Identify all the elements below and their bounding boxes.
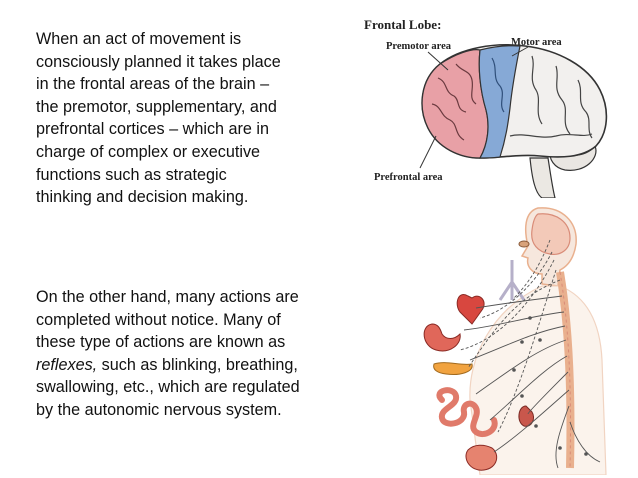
text-line: in the frontal areas of the brain – (36, 75, 270, 94)
text-line: completed without notice. Many of (36, 310, 281, 329)
label-prefrontal-area: Prefrontal area (374, 172, 443, 183)
text-line: consciously planned it takes place (36, 52, 281, 71)
text-line: charge of complex or executive (36, 142, 261, 161)
autonomic-nervous-system-figure (423, 207, 607, 475)
paragraph-conscious-movement: When an act of movement is consciously p… (36, 28, 346, 209)
text-line: functions such as strategic (36, 165, 227, 184)
label-premotor-area: Premotor area (386, 41, 452, 52)
text-line: these type of actions are known as (36, 333, 286, 352)
text-line: swallowing, etc., which are regulated (36, 378, 300, 397)
text-line: reflexes, such as blinking, breathing, (36, 354, 346, 377)
body-illustration (423, 207, 607, 475)
reflexes-emphasis: reflexes, (36, 355, 98, 374)
text-line: the premotor, supplementary, and (36, 97, 277, 116)
text-line: prefrontal cortices – which are in (36, 120, 270, 139)
text-line: When an act of movement is (36, 30, 242, 48)
label-motor-area: Motor area (511, 37, 562, 48)
brain-illustration (419, 44, 608, 198)
text-line: by the autonomic nervous system. (36, 400, 282, 419)
text-line: thinking and decision making. (36, 188, 249, 207)
text-fragment: such as blinking, breathing, (97, 355, 298, 374)
text-line: On the other hand, many actions are (36, 288, 299, 306)
frontal-lobe-figure: Frontal Lobe: Premotor area Motor area P… (364, 17, 608, 198)
figure-title: Frontal Lobe: (364, 17, 441, 32)
paragraph-reflexes: On the other hand, many actions are comp… (36, 286, 346, 422)
